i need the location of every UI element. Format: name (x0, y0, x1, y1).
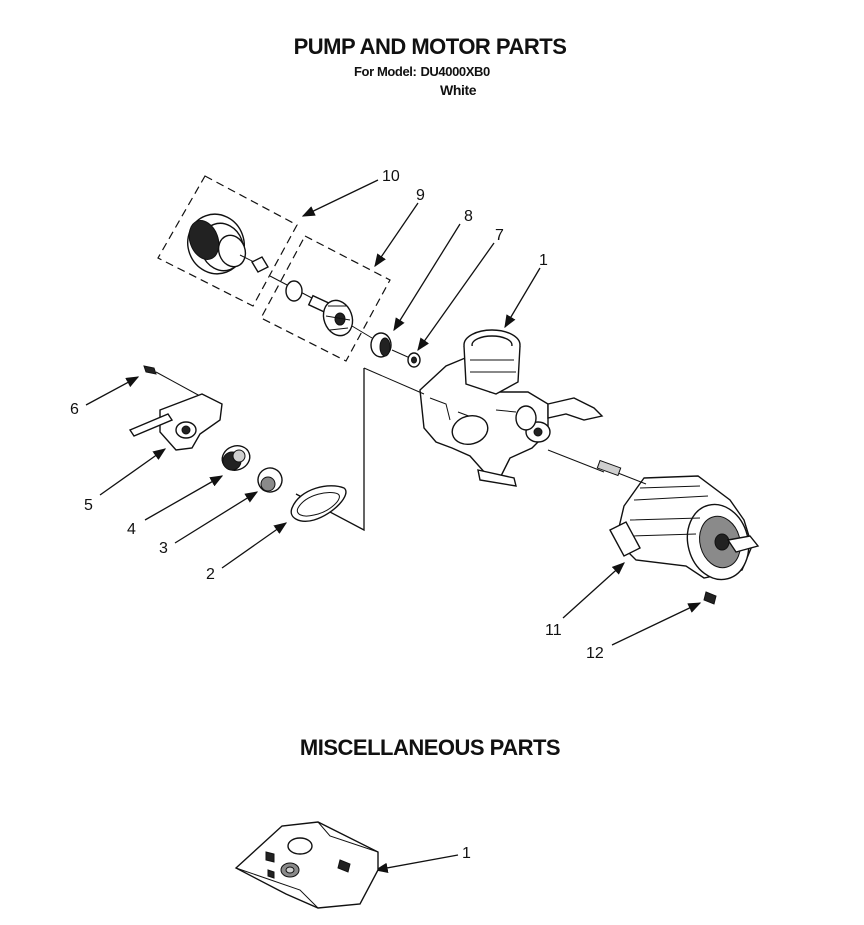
part-2-gasket (290, 485, 347, 522)
model-number: DU4000XB0 (420, 64, 490, 79)
leader-line-6 (85, 376, 140, 406)
part-6-screw (143, 365, 157, 375)
callout-12: 12 (586, 645, 604, 662)
motor-shaft (726, 535, 760, 553)
cover-tube (128, 413, 174, 437)
leader-line-10 (301, 179, 379, 217)
misc-section-title: MISCELLANEOUS PARTS (299, 735, 561, 760)
pump-bracket (547, 397, 604, 421)
callout-2: 2 (206, 566, 215, 583)
part-5-cover (159, 393, 223, 451)
bushing-part (285, 280, 303, 302)
callout-4: 4 (127, 521, 136, 538)
pump-housing-part (419, 329, 604, 487)
misc-parts-bag (234, 821, 379, 909)
page-title: PUMP AND MOTOR PARTS (293, 34, 567, 59)
callout-1: 1 (539, 252, 548, 269)
small-clip-part (251, 256, 269, 273)
color-label: White (440, 82, 477, 98)
callout-10: 10 (382, 168, 400, 185)
leader-line-7 (417, 242, 495, 352)
callout-9: 9 (416, 187, 425, 204)
leader-line-4 (144, 475, 224, 521)
leader-line-2 (221, 522, 288, 569)
misc-screw-2 (267, 869, 275, 879)
kit-9-dashed-box (260, 235, 391, 362)
model-label: For Model: (354, 64, 417, 79)
motor-mount-tab (609, 521, 641, 557)
leader-line-11 (562, 562, 625, 619)
misc-clip (287, 837, 313, 855)
part-12-screw (703, 591, 717, 605)
callout-6: 6 (70, 401, 79, 418)
callout-misc-1: 1 (462, 845, 471, 862)
kit-10-dashed-box (157, 175, 298, 307)
leader-line-12 (611, 602, 702, 646)
leader-line-8 (393, 223, 461, 332)
pump-cover-assembly (128, 365, 347, 522)
leader-line-9 (374, 202, 419, 268)
leader-line-5 (99, 448, 167, 496)
leader-line-3 (174, 491, 259, 544)
model-line: For Model:DU4000XB0 (354, 64, 490, 79)
kit-10-group (157, 175, 298, 307)
callout-7: 7 (495, 227, 504, 244)
part-11-motor (596, 459, 760, 581)
leader-line-1 (504, 267, 541, 329)
callout-5: 5 (84, 497, 93, 514)
misc-screw-3 (337, 859, 351, 873)
callout-8: 8 (464, 208, 473, 225)
callout-3: 3 (159, 540, 168, 557)
callout-11: 11 (545, 622, 562, 639)
misc-screw-1 (265, 851, 275, 863)
kit-9-group (260, 235, 391, 362)
leader-line-misc-1 (374, 854, 459, 874)
